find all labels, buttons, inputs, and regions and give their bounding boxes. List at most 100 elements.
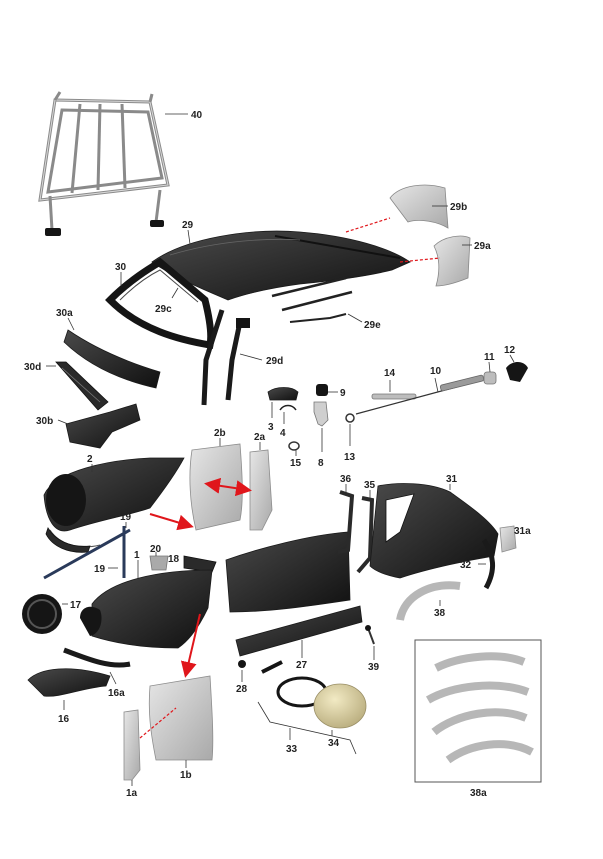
- leader-16a: [109, 671, 117, 685]
- panel-part-31a: [499, 525, 517, 553]
- inset-box-38a: [414, 639, 542, 783]
- leader-12: [509, 354, 515, 363]
- label-31a: 31a: [514, 526, 531, 537]
- leader-30a: [67, 317, 75, 331]
- inner-panel-part-30b: [65, 403, 141, 449]
- label-32: 32: [460, 560, 472, 571]
- roof-corner-panel-29a: [433, 235, 471, 287]
- label-3: 3: [268, 422, 274, 433]
- door-handle-part: [267, 387, 299, 401]
- clip-part-28: [238, 660, 246, 668]
- lower-panel-part-16: [27, 668, 111, 697]
- door-seal-part-36: [337, 490, 355, 554]
- label-39: 39: [368, 662, 380, 673]
- leader-30b: [57, 419, 69, 425]
- front-repair-panel-1b: [148, 675, 214, 761]
- luggage-rack-part: [38, 91, 170, 236]
- label-19a: 19: [120, 512, 132, 523]
- door-seal-part-35: [356, 496, 375, 574]
- label-38: 38: [434, 608, 446, 619]
- tube-part-32: [481, 538, 495, 590]
- label-16a: 16a: [108, 688, 125, 699]
- cable-part-10: [355, 374, 485, 415]
- rod-part-14: [371, 393, 417, 400]
- bracket-part-30d: [55, 361, 109, 411]
- trim-strip-part: [43, 526, 131, 580]
- label-29d: 29d: [266, 356, 283, 367]
- label-30: 30: [115, 262, 127, 273]
- roof-corner-panel-29b: [389, 184, 449, 229]
- label-20: 20: [150, 544, 162, 555]
- dashed-ref-29b: [345, 217, 391, 233]
- dashed-ref-29a: [399, 257, 441, 263]
- roof-part: [151, 230, 411, 301]
- label-16: 16: [58, 714, 70, 725]
- bracket-33-34: [257, 701, 357, 755]
- label-19b: 19: [94, 564, 106, 575]
- label-30b: 30b: [36, 416, 53, 427]
- label-12: 12: [504, 345, 516, 356]
- fuel-cap-part: [313, 683, 367, 729]
- lower-panel-part-16a: [63, 647, 131, 668]
- bolt-part-39: [365, 625, 375, 645]
- door-part: [225, 531, 351, 613]
- label-28: 28: [236, 684, 248, 695]
- label-35: 35: [364, 480, 376, 491]
- label-1a: 1a: [126, 788, 138, 799]
- button-part-9: [316, 384, 328, 396]
- label-31: 31: [446, 474, 458, 485]
- rain-gutter-strips-part: [271, 276, 353, 323]
- leader-29e: [347, 313, 363, 323]
- label-11: 11: [484, 352, 495, 363]
- grommet-part-15: [288, 441, 300, 451]
- headlight-bucket-part: [22, 594, 62, 634]
- quarter-repair-panel-2a: [249, 449, 273, 531]
- label-17: 17: [70, 600, 82, 611]
- windshield-frame-part: [105, 257, 215, 350]
- label-14: 14: [384, 368, 396, 379]
- bracket-part-18: [183, 555, 217, 573]
- label-29e: 29e: [364, 320, 381, 331]
- label-4: 4: [280, 428, 286, 439]
- nut-part-13: [345, 413, 355, 423]
- label-15: 15: [290, 458, 302, 469]
- label-29: 29: [182, 220, 194, 231]
- clip-part-4: [279, 404, 297, 411]
- rear-fender-part: [43, 457, 185, 553]
- label-1: 1: [134, 550, 140, 561]
- leader-29d: [239, 353, 263, 361]
- label-38a: 38a: [470, 788, 487, 799]
- front-repair-panel-1a: [123, 709, 141, 781]
- label-29a: 29a: [474, 241, 491, 252]
- label-30a: 30a: [56, 308, 73, 319]
- leader-29: [187, 229, 191, 245]
- fender-flare-part: [396, 581, 461, 621]
- label-40: 40: [191, 110, 203, 121]
- label-29c: 29c: [155, 304, 172, 315]
- label-33: 33: [286, 744, 298, 755]
- latch-part-8: [313, 401, 329, 427]
- label-30d: 30d: [24, 362, 41, 373]
- label-10: 10: [430, 366, 442, 377]
- a-pillar-trim-part: [201, 309, 250, 406]
- label-18: 18: [168, 554, 180, 565]
- leader-29c: [171, 287, 179, 299]
- bracket-part-20: [149, 555, 169, 571]
- label-29b: 29b: [450, 202, 467, 213]
- quarter-panel-part: [369, 483, 499, 579]
- label-13: 13: [344, 452, 356, 463]
- cowl-panel-part: [63, 329, 161, 389]
- leader-10: [434, 377, 439, 393]
- label-1b: 1b: [180, 770, 192, 781]
- label-27: 27: [296, 660, 308, 671]
- cap-part-12: [506, 362, 528, 382]
- leader-11: [488, 361, 491, 373]
- dashed-ref-1a-1b: [139, 707, 177, 739]
- arrow-2b-2a: [204, 477, 252, 497]
- arrow-1-1b: [180, 613, 201, 678]
- label-2: 2: [87, 454, 93, 465]
- front-fender-part: [80, 569, 213, 649]
- knob-part-11: [483, 371, 497, 385]
- label-34: 34: [328, 738, 340, 749]
